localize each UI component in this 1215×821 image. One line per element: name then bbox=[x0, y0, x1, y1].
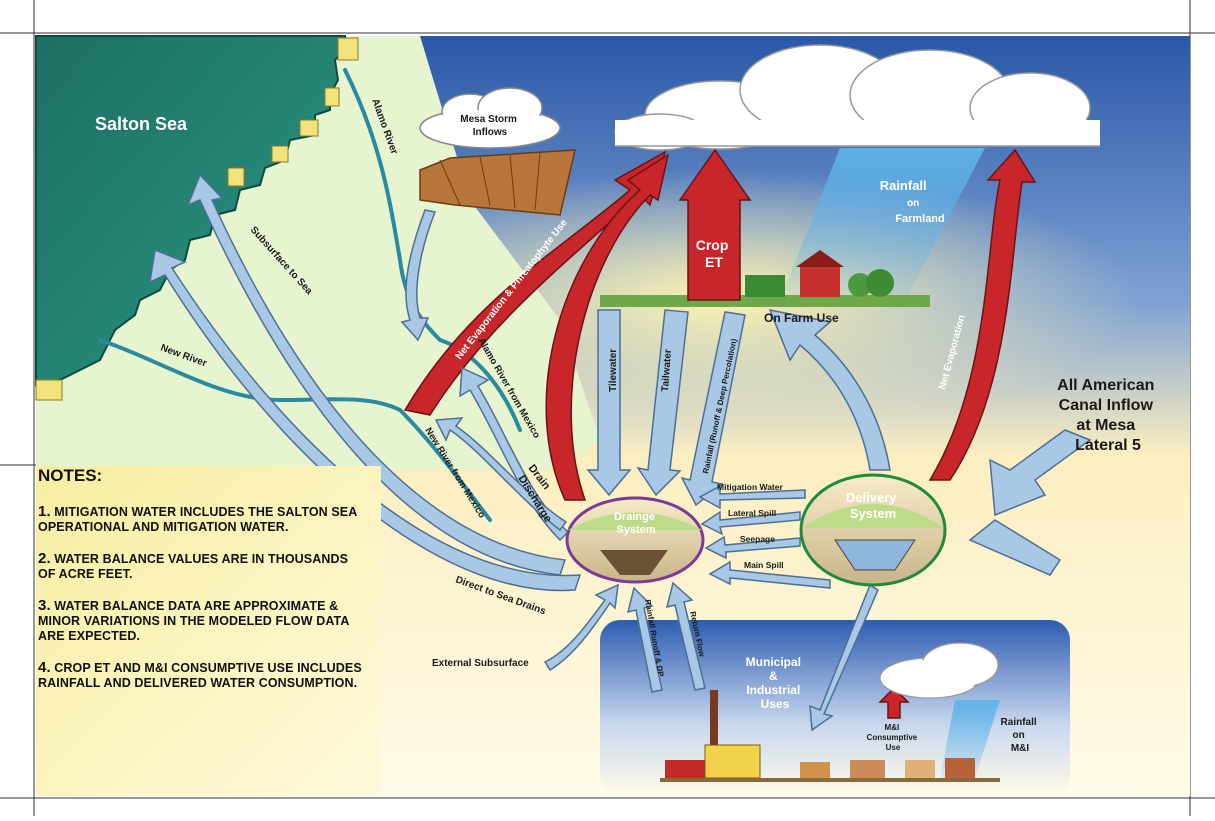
drainage-line2: System bbox=[616, 524, 655, 536]
delivery-system bbox=[799, 473, 947, 587]
main-spill-label: Main Spill bbox=[744, 560, 784, 570]
blue-flow-arrows bbox=[149, 173, 1092, 732]
note-4: 4. CROP ET AND M&I CONSUMPTIVE USE INCLU… bbox=[38, 660, 368, 691]
rainfall-farmland-label: Rainfall on Farmland bbox=[880, 178, 945, 225]
rain-line2: on bbox=[907, 198, 919, 209]
note-3: 3. WATER BALANCE DATA ARE APPROXIMATE & … bbox=[38, 598, 368, 644]
mesa-storm-line1: Mesa Storm bbox=[460, 114, 517, 125]
drain-discharge-label: Drain bbox=[0, 0, 28, 3]
top-cloud bbox=[614, 44, 1100, 151]
crop-line1: Crop bbox=[696, 237, 729, 253]
rainfall-mi-label: Rainfall on M&I bbox=[1001, 717, 1040, 754]
external-subsurface-label: External Subsurface bbox=[432, 658, 529, 669]
rain-mi-line2: on bbox=[1013, 730, 1025, 741]
rain-line1: Rainfall bbox=[880, 178, 927, 193]
note-3-text: WATER BALANCE DATA ARE APPROXIMATE & MIN… bbox=[38, 599, 350, 643]
lateral-spill-label: Lateral Spill bbox=[728, 508, 776, 518]
red-flow-arrows bbox=[403, 148, 1037, 719]
rain-mi-line1: Rainfall bbox=[1001, 717, 1037, 728]
mi-cons-line3: Use bbox=[886, 743, 901, 752]
mi-cons-line1: M&I bbox=[885, 723, 900, 732]
note-2-number: 2. bbox=[38, 550, 51, 567]
mi-line1: Municipal bbox=[746, 655, 801, 669]
mesa-storm-cloud bbox=[419, 87, 576, 216]
mitigation-water-label: Mitigation Water bbox=[717, 482, 783, 492]
canal-inflow-label: All American Canal Inflow at Mesa Latera… bbox=[1057, 377, 1159, 454]
delivery-line1: Delivery bbox=[846, 490, 897, 505]
municipal-uses-label: Municipal & Industrial Uses bbox=[746, 655, 805, 711]
canal-line1: All American bbox=[1057, 377, 1154, 394]
farm-scene bbox=[600, 250, 930, 307]
rain-line3: Farmland bbox=[895, 213, 945, 225]
drainage-system bbox=[565, 496, 705, 584]
mi-cloud bbox=[879, 642, 999, 699]
notes-heading: NOTES: bbox=[38, 466, 103, 485]
delivery-system-label: Delivery System bbox=[846, 490, 900, 521]
note-4-text: CROP ET AND M&I CONSUMPTIVE USE INCLUDES… bbox=[38, 661, 362, 690]
note-1: 1. MITIGATION WATER INCLUDES THE SALTON … bbox=[38, 504, 368, 535]
note-1-number: 1. bbox=[38, 503, 51, 520]
crop-line2: ET bbox=[705, 254, 723, 270]
notes-background bbox=[36, 466, 381, 796]
crop-et-label: Crop ET bbox=[696, 237, 733, 270]
rain-mi-line3: M&I bbox=[1011, 743, 1030, 754]
note-2-text: WATER BALANCE VALUES ARE IN THOUSANDS OF… bbox=[38, 552, 349, 581]
mi-line4: Uses bbox=[761, 697, 790, 711]
seepage-label: Seepage bbox=[740, 534, 775, 544]
drain-line1: Drain bbox=[0, 0, 28, 3]
note-3-number: 3. bbox=[38, 597, 51, 614]
note-4-number: 4. bbox=[38, 659, 51, 676]
notes-panel: NOTES: 1. MITIGATION WATER INCLUDES THE … bbox=[38, 466, 368, 806]
tilewater-label: Tilewater bbox=[608, 349, 619, 392]
mi-buildings bbox=[660, 690, 1000, 782]
drainage-line1: Drainge bbox=[614, 511, 655, 523]
tailwater-label: Tailwater bbox=[660, 349, 674, 392]
drainage-system-label: Drainge System bbox=[614, 511, 658, 536]
mesa-storm-label: Mesa Storm Inflows bbox=[460, 114, 519, 138]
canal-line3: at Mesa bbox=[1076, 417, 1135, 434]
canal-line4: Lateral 5 bbox=[1075, 437, 1141, 454]
salton-sea-label: Salton Sea bbox=[95, 114, 188, 134]
mi-line2: & bbox=[769, 669, 778, 683]
note-2: 2. WATER BALANCE VALUES ARE IN THOUSANDS… bbox=[38, 551, 368, 582]
mi-consumptive-label: M&I Consumptive Use bbox=[867, 723, 920, 752]
on-farm-use-label: On Farm Use bbox=[764, 311, 839, 325]
shoreline-parcels bbox=[35, 37, 359, 401]
mi-line3: Industrial bbox=[746, 683, 800, 697]
mi-cons-line2: Consumptive bbox=[867, 733, 918, 742]
note-1-text: MITIGATION WATER INCLUDES THE SALTON SEA… bbox=[38, 505, 357, 534]
delivery-line2: System bbox=[850, 506, 896, 521]
mesa-storm-line2: Inflows bbox=[473, 127, 508, 138]
canal-line2: Canal Inflow bbox=[1059, 397, 1154, 414]
